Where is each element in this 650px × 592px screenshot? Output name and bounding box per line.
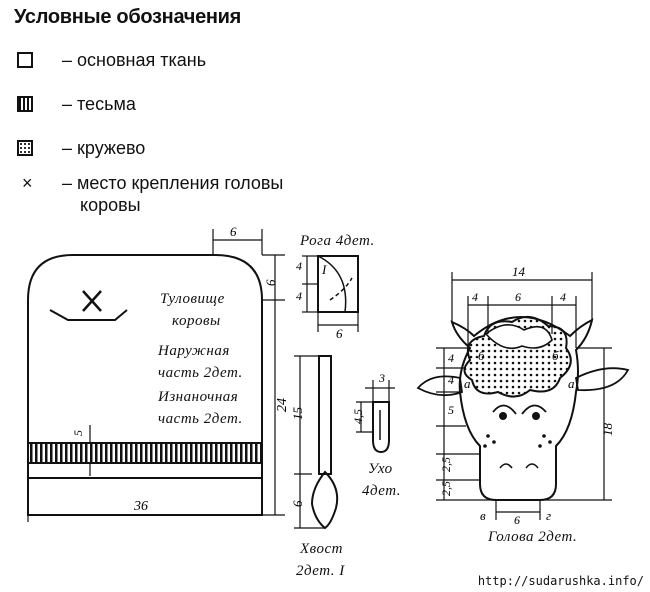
body-dim-bottom: 36: [133, 499, 148, 514]
footer-url: http://sudarushka.info/: [477, 574, 644, 588]
plain-square-icon: [17, 52, 33, 68]
head-dim-col-3: 2,5: [439, 457, 453, 472]
head-title: Голова 2дет.: [488, 529, 578, 545]
head-point-g: г: [546, 508, 551, 523]
tail-dim-length: 15: [290, 407, 305, 421]
body-outer-line1: Наружная: [158, 343, 230, 359]
body-dim-top: 6: [230, 224, 237, 239]
ear-dim-width: 3: [378, 371, 385, 385]
head-dim-bottom-mid: 6: [514, 513, 520, 527]
tail-strip: [318, 355, 332, 475]
head-dim-col-2: 5: [448, 403, 454, 417]
head-point-v: в: [480, 508, 486, 523]
dotted-square-icon: [17, 140, 33, 156]
legend-item-fabric: – основная ткань: [62, 50, 207, 70]
tail-dim-tip: 6: [290, 500, 305, 507]
body-label-line2: коровы: [172, 313, 221, 329]
legend-item-attach: – место крепления головы: [62, 173, 284, 193]
body-inner-line1: Изнаночная: [158, 389, 239, 405]
striped-square-icon: [17, 96, 33, 112]
body-dim-right-top: 6: [263, 279, 278, 286]
right-ear: [575, 367, 630, 392]
head-point-b-right: б: [552, 348, 559, 363]
cross-mark-icon: ×: [22, 173, 33, 193]
head-dim-right: 4: [560, 290, 566, 304]
ear-dim-height: 4,5: [351, 409, 365, 424]
head-dim-height: 18: [600, 423, 615, 437]
legend-title: Условные обозначения: [14, 6, 242, 28]
ear-title-line2: 4дет.: [362, 483, 401, 499]
ear-title-line1: Ухо: [368, 461, 393, 477]
head-point-a-right: а: [568, 376, 575, 391]
head-point-b-left: б: [478, 348, 485, 363]
head-dim-col-4: 2,5: [439, 481, 453, 496]
tail-title-line2: 2дет. I: [296, 563, 345, 579]
head-dim-left: 4: [472, 290, 478, 304]
head-dim-col-1: 4: [448, 373, 454, 387]
body-dim-right: 24: [275, 398, 290, 412]
body-dim-band: 5: [71, 430, 85, 436]
horn-dim-width: 6: [336, 326, 343, 341]
head-dim-col-0: 4: [448, 351, 454, 365]
legend-item-attach-line2: коровы: [80, 195, 141, 215]
body-inner-line2: часть 2дет.: [158, 411, 243, 427]
legend-item-tape: – тесьма: [62, 94, 136, 114]
legend-item-lace: – кружево: [62, 138, 146, 158]
horn-dim-b: 4: [296, 289, 302, 303]
head-point-a-left: а: [464, 376, 471, 391]
tape-band: [27, 442, 263, 464]
horn-dim-a: 4: [296, 259, 302, 273]
head-dim-mid: 6: [515, 290, 521, 304]
body-outline: [27, 254, 263, 516]
head-dim-width: 14: [512, 264, 526, 279]
tail-title-line1: Хвост: [300, 541, 343, 557]
body-outer-line2: часть 2дет.: [158, 365, 243, 381]
tail-tip: [310, 470, 339, 530]
body-label-line1: Туловище: [160, 291, 225, 307]
horns-title: Рога 4дет.: [300, 233, 375, 249]
ear-outline: [372, 401, 390, 454]
horn-mark: I: [321, 262, 327, 277]
head-outline: [450, 316, 594, 501]
